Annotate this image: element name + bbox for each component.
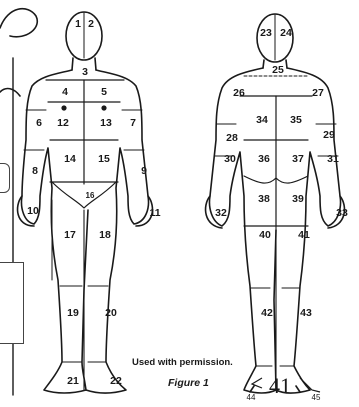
front-region-20: 20 — [105, 307, 117, 319]
front-region-4: 4 — [62, 86, 68, 98]
back-region-32: 32 — [215, 207, 227, 219]
back-region-23: 23 — [260, 27, 272, 39]
back-region-26: 26 — [233, 87, 245, 99]
front-region-5: 5 — [101, 86, 107, 98]
front-region-15: 15 — [98, 153, 110, 165]
front-region-21: 21 — [67, 375, 79, 387]
back-region-25: 25 — [272, 64, 284, 76]
front-region-22: 22 — [110, 375, 122, 387]
footer-number-41: 41 — [269, 373, 291, 398]
footer-number-44: 44 — [247, 393, 256, 402]
back-region-38: 38 — [258, 193, 270, 205]
front-region-3: 3 — [82, 66, 88, 78]
figure-caption: Figure 1 — [168, 377, 209, 389]
back-region-24: 24 — [280, 27, 292, 39]
back-region-27: 27 — [312, 87, 324, 99]
back-region-34: 34 — [256, 114, 268, 126]
back-region-37: 37 — [292, 153, 304, 165]
back-region-41: 41 — [298, 229, 310, 241]
side-box-lower — [0, 262, 24, 344]
front-region-7: 7 — [130, 117, 136, 129]
front-region-10: 10 — [27, 205, 39, 217]
front-region-19: 19 — [67, 307, 79, 319]
back-region-42: 42 — [261, 307, 273, 319]
back-region-40: 40 — [259, 229, 271, 241]
back-region-43: 43 — [300, 307, 312, 319]
back-region-30: 30 — [224, 153, 236, 165]
front-region-8: 8 — [32, 165, 38, 177]
front-region-2: 2 — [88, 18, 94, 30]
back-region-35: 35 — [290, 114, 302, 126]
front-region-16: 16 — [86, 191, 95, 200]
front-region-12: 12 — [57, 117, 69, 129]
back-region-36: 36 — [258, 153, 270, 165]
back-region-39: 39 — [292, 193, 304, 205]
front-region-14: 14 — [64, 153, 76, 165]
front-region-6: 6 — [36, 117, 42, 129]
footer-number-45: 45 — [312, 393, 321, 402]
left-edge-mark — [0, 89, 20, 96]
front-region-9: 9 — [141, 165, 147, 177]
back-region-33: 33 — [336, 207, 348, 219]
front-region-1: 1 — [75, 18, 81, 30]
front-region-18: 18 — [99, 229, 111, 241]
back-region-31: 31 — [327, 153, 339, 165]
side-box-upper — [0, 163, 10, 193]
front-region-17: 17 — [64, 229, 76, 241]
front-region-11: 11 — [149, 207, 160, 219]
front-region-13: 13 — [100, 117, 112, 129]
back-region-29: 29 — [323, 129, 335, 141]
scribble-top-left — [0, 9, 37, 37]
permission-note: Used with permission. — [132, 357, 233, 368]
back-region-28: 28 — [226, 132, 238, 144]
